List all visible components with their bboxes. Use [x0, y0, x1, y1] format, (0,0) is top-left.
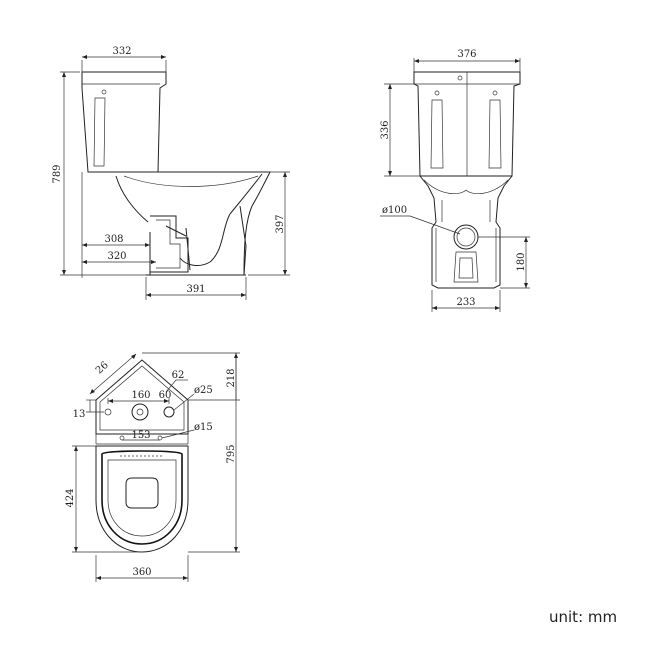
top-hole-offset-right-label: 62	[172, 370, 185, 381]
side-base-to-wall-label: 320	[107, 251, 126, 262]
front-pipe-diameter-label: ø100	[382, 205, 407, 216]
side-outlet-to-wall-label: 308	[104, 234, 123, 245]
top-tank-depth-label: 218	[226, 368, 237, 387]
top-total-length-label: 795	[226, 444, 237, 463]
front-tank-width-label: 376	[457, 49, 476, 60]
unit-label: unit: mm	[549, 608, 618, 626]
top-large-hole-diameter-label: ø25	[194, 385, 213, 396]
side-tank-depth-label: 332	[112, 46, 131, 57]
top-bowl-length-label: 424	[65, 488, 76, 507]
top-bowl-width-label: 360	[132, 567, 151, 578]
side-base-length-label: 391	[186, 284, 205, 295]
top-front-hole-spacing-label: 153	[131, 430, 150, 441]
front-base-width-label: 233	[456, 297, 475, 308]
front-view	[380, 58, 530, 312]
front-outlet-height-label: 180	[516, 252, 527, 271]
front-tank-height-label: 336	[380, 120, 391, 139]
top-small-hole-diameter-label: ø15	[194, 422, 213, 433]
side-total-height-label: 789	[52, 164, 63, 183]
top-hole-offset-left-label: 13	[73, 409, 86, 420]
top-hole-offset-small-label: 60	[159, 390, 172, 401]
top-corner-side-label: 26	[94, 360, 111, 377]
top-hole-spacing-label: 160	[131, 390, 150, 401]
side-view	[60, 55, 290, 300]
top-view	[72, 352, 240, 582]
side-outlet-height-label: 397	[275, 214, 286, 233]
